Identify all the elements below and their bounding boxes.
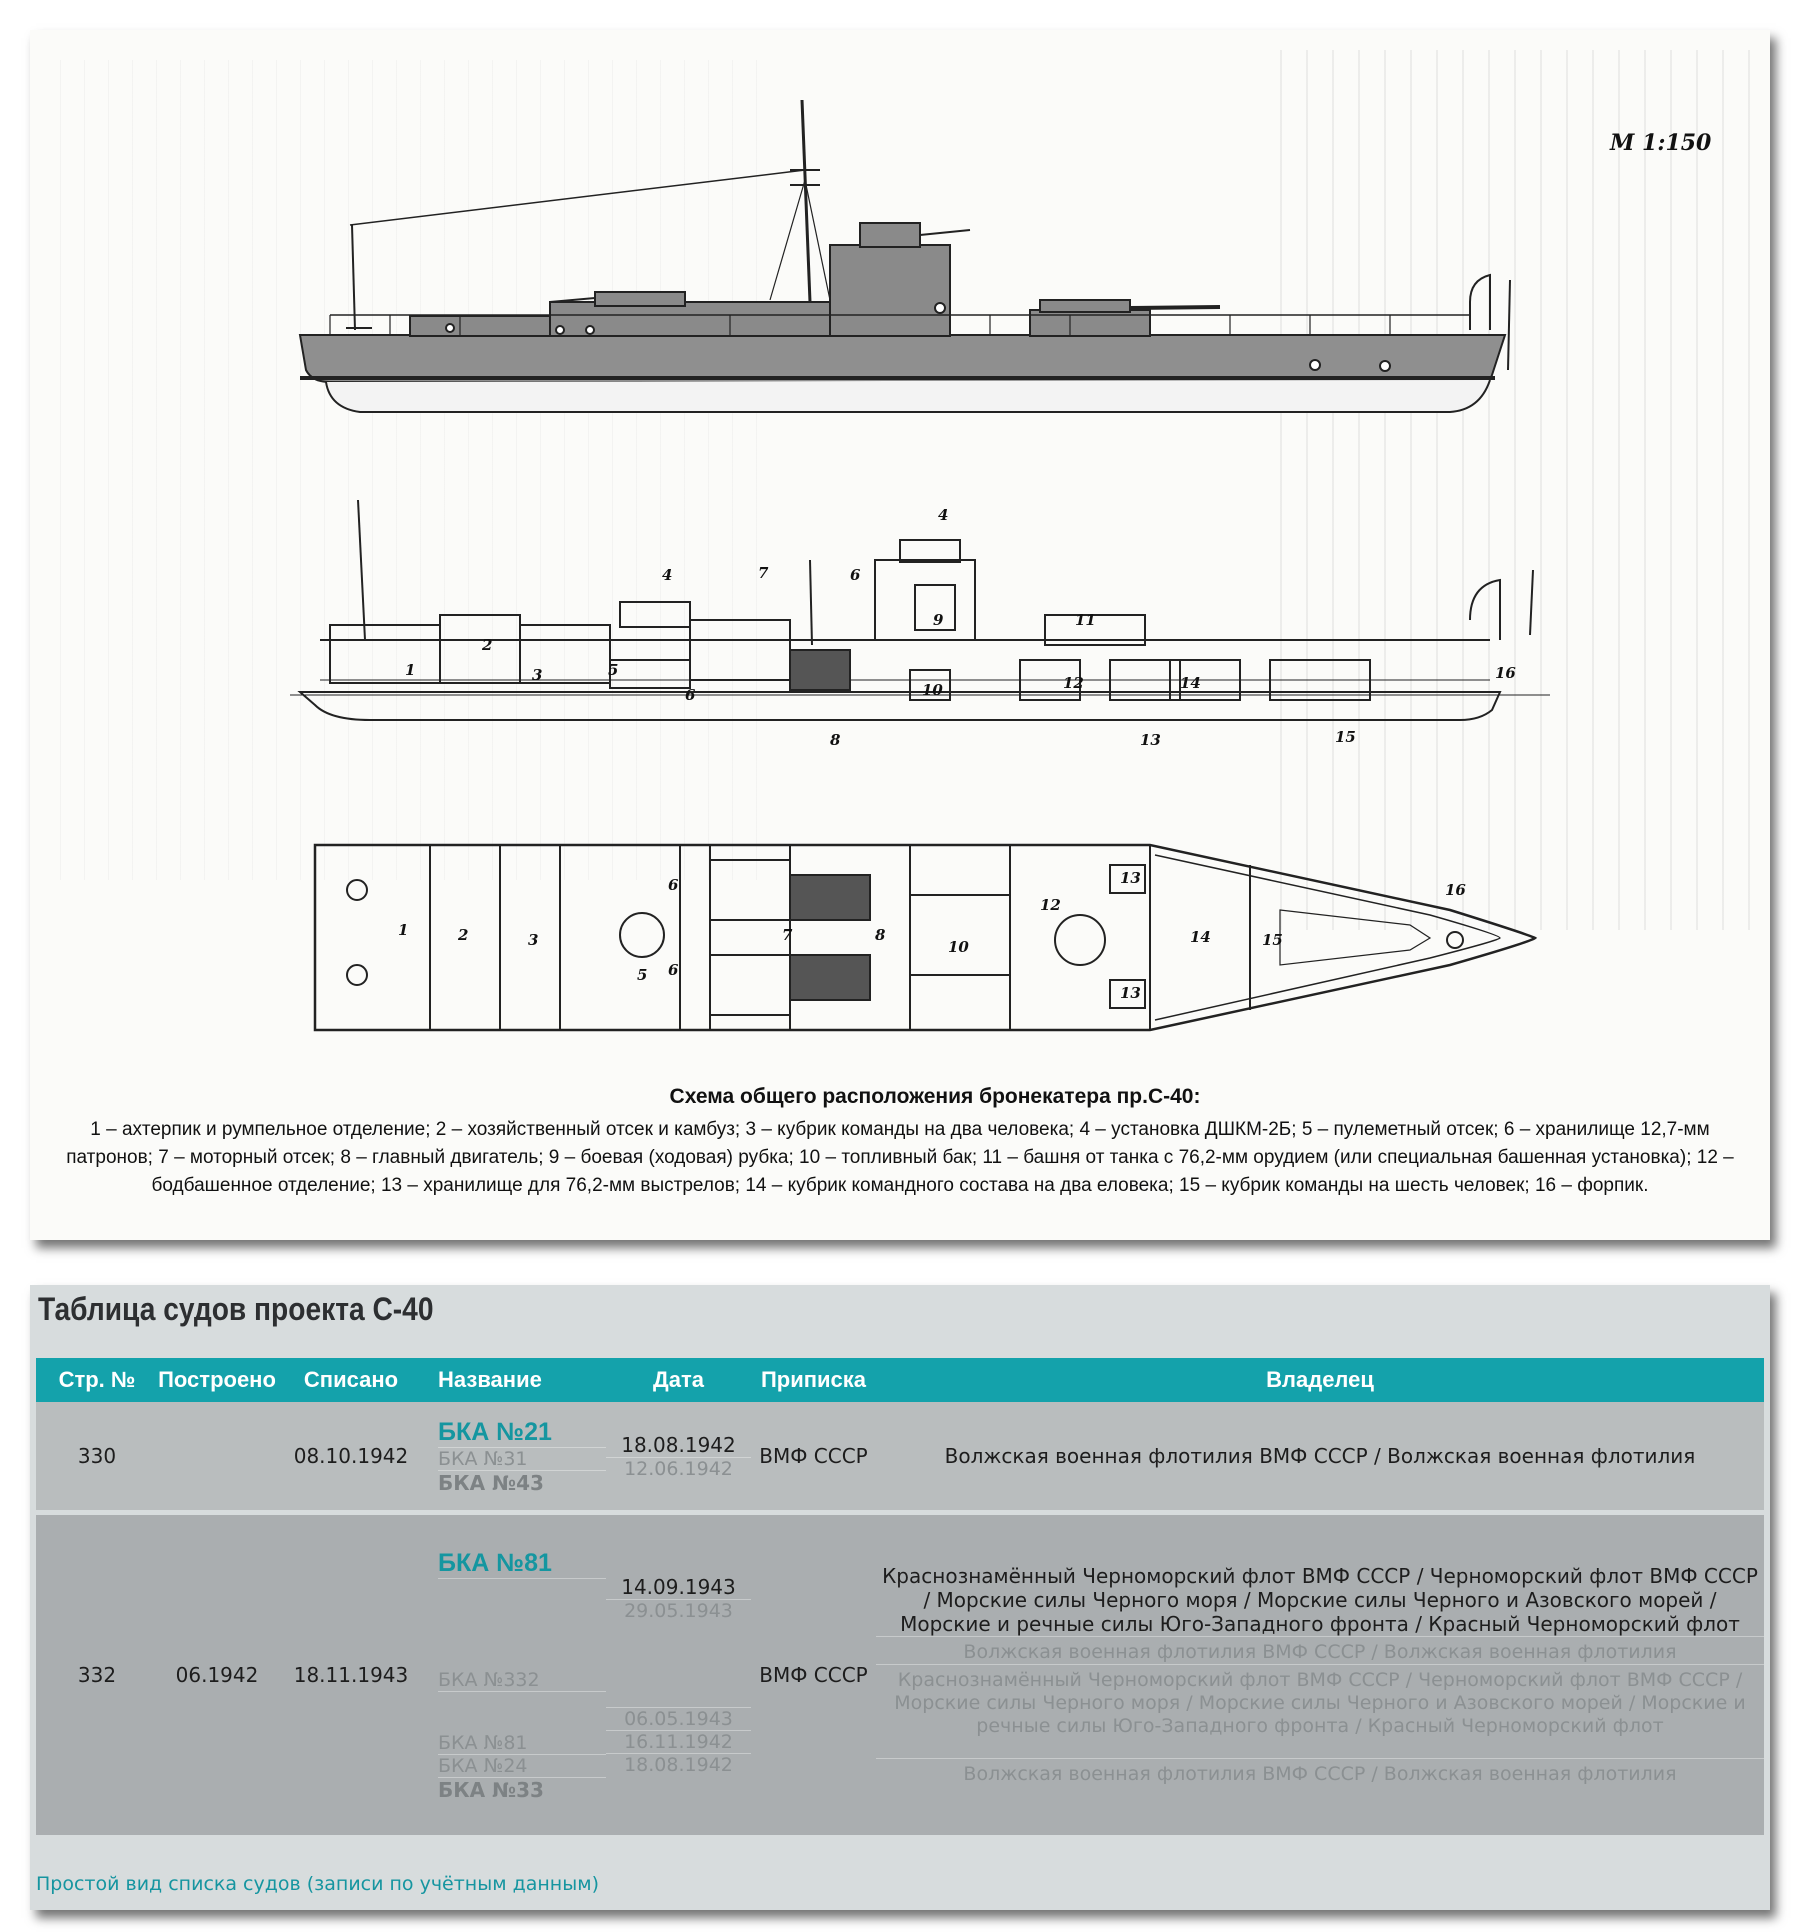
table-row: 330 08.10.1942 БКА №21 БКА №31 БКА №43 1… [36,1402,1764,1510]
profile-label-12: 12 [1063,674,1084,692]
row-separator [36,1510,1764,1515]
rename-date: 18.08.1942 [621,1432,736,1457]
column-header-name[interactable]: Название [426,1358,606,1402]
vessels-table-card: Таблица судов проекта С-40 Стр. № Постро… [30,1285,1770,1910]
vessel-name-link[interactable]: БКА №21 [438,1418,608,1448]
owner-entry: Краснознамённый Черноморский флот ВМФ СС… [876,1664,1764,1738]
longitudinal-section [290,499,1550,721]
owner-entry: Волжская военная флотилия ВМФ СССР / Вол… [876,1636,1764,1664]
vessel-former-name: БКА №31 [438,1448,608,1471]
table-title: Таблица судов проекта С-40 [38,1291,434,1327]
vessel-former-name: БКА №43 [438,1470,544,1495]
cell-registry: ВМФ СССР [751,1515,876,1835]
cell-dates: 18.08.1942 12.06.1942 [606,1402,751,1510]
plan-label-3: 3 [528,931,538,949]
column-header-number[interactable]: Стр. № [36,1358,158,1402]
profile-label-16: 16 [1495,664,1516,682]
plan-label-10: 10 [948,938,969,956]
profile-label-6: 6 [685,686,696,704]
profile-label-4b: 4 [938,506,948,524]
vessel-former-name: БКА №332 [438,1669,608,1692]
rename-date: 14.09.1943 [621,1574,736,1599]
cell-number: 332 [36,1515,158,1835]
column-header-date[interactable]: Дата [606,1358,751,1402]
rename-date: 12.06.1942 [606,1456,751,1480]
drawing-caption-title: Схема общего расположения бронекатера пр… [669,1085,1201,1108]
plan-label-13a: 13 [1120,869,1141,887]
cell-names: БКА №21 БКА №31 БКА №43 [426,1402,608,1510]
column-header-built[interactable]: Построено [158,1358,276,1402]
plan-label-15: 15 [1262,931,1283,949]
column-header-owner[interactable]: Владелец [876,1358,1764,1402]
rename-date: 06.05.1943 [606,1706,751,1730]
cell-decommissioned: 08.10.1942 [276,1402,426,1510]
profile-label-13: 13 [1140,731,1161,749]
plan-label-5: 5 [637,966,647,984]
plan-label-14: 14 [1190,928,1211,946]
profile-label-9: 9 [933,611,944,629]
column-header-registry[interactable]: Приписка [751,1358,876,1402]
plan-label-6b: 6 [668,961,679,979]
cell-registry: ВМФ СССР [751,1402,876,1510]
plan-label-16: 16 [1445,881,1466,899]
plan-label-1: 1 [398,921,408,939]
profile-label-6b: 6 [850,566,861,584]
ship-schematic: 1 2 3 4 4 5 6 7 8 9 10 11 12 13 14 15 16… [290,99,1550,1032]
drawing-caption-legend: 1 – ахтерпик и румпельное отделение; 2 –… [66,1119,1734,1196]
callout-labels: 1 2 3 4 4 5 6 7 8 9 10 11 12 13 14 15 16… [398,506,1516,1002]
ship-drawing-card: M 1:150 [30,30,1770,1240]
profile-label-4a: 4 [662,566,672,584]
deck-plan [313,843,1538,1032]
simple-list-view-link[interactable]: Простой вид списка судов (записи по учёт… [36,1873,599,1895]
table-header-row: Стр. № Построено Списано Название Дата П… [36,1358,1764,1402]
profile-label-1: 1 [405,661,415,679]
scale-label: M 1:150 [1610,130,1712,156]
rename-date: 18.08.1942 [606,1752,751,1776]
profile-label-3: 3 [532,666,542,684]
owner-entry: Волжская военная флотилия ВМФ СССР / Вол… [876,1758,1764,1786]
cell-names: БКА №81 БКА №332 БКА №81 БКА №24 БКА №33 [426,1515,608,1835]
profile-label-15: 15 [1335,728,1356,746]
owner-entry: Волжская военная флотилия ВМФ СССР / Вол… [944,1444,1696,1468]
profile-label-8: 8 [830,731,841,749]
plan-label-6a: 6 [668,876,679,894]
profile-label-10: 10 [922,681,943,699]
cell-owners: Краснознамённый Черноморский флот ВМФ СС… [876,1515,1764,1835]
vessel-former-name: БКА №24 [438,1755,608,1778]
plan-label-12: 12 [1040,896,1061,914]
vessels-table: Стр. № Построено Списано Название Дата П… [36,1358,1764,1835]
vessel-name-link[interactable]: БКА №81 [438,1549,608,1579]
profile-label-14: 14 [1180,674,1201,692]
profile-label-7: 7 [758,564,769,582]
cell-built [158,1402,276,1510]
profile-label-5: 5 [608,661,618,679]
owner-entry: Краснознамённый Черноморский флот ВМФ СС… [882,1564,1758,1636]
rename-date: 29.05.1943 [606,1598,751,1622]
cell-owners: Волжская военная флотилия ВМФ СССР / Вол… [876,1402,1764,1510]
vessel-former-name: БКА №33 [438,1777,544,1802]
table-row: 332 06.1942 18.11.1943 БКА №81 БКА №332 … [36,1515,1764,1835]
rename-date: 16.11.1942 [606,1729,751,1753]
cell-built: 06.1942 [158,1515,276,1835]
plan-label-8: 8 [875,926,886,944]
plan-label-2: 2 [457,926,468,944]
cell-number: 330 [36,1402,158,1510]
cell-decommissioned: 18.11.1943 [276,1515,426,1835]
profile-label-2: 2 [481,636,492,654]
plan-label-13b: 13 [1120,984,1141,1002]
cell-dates: 14.09.1943 29.05.1943 06.05.1943 16.11.1… [606,1515,751,1835]
column-header-decommissioned[interactable]: Списано [276,1358,426,1402]
side-elevation [298,99,1511,413]
plan-label-7: 7 [782,926,793,944]
vessel-former-name: БКА №81 [438,1732,608,1755]
profile-label-11: 11 [1075,611,1096,629]
